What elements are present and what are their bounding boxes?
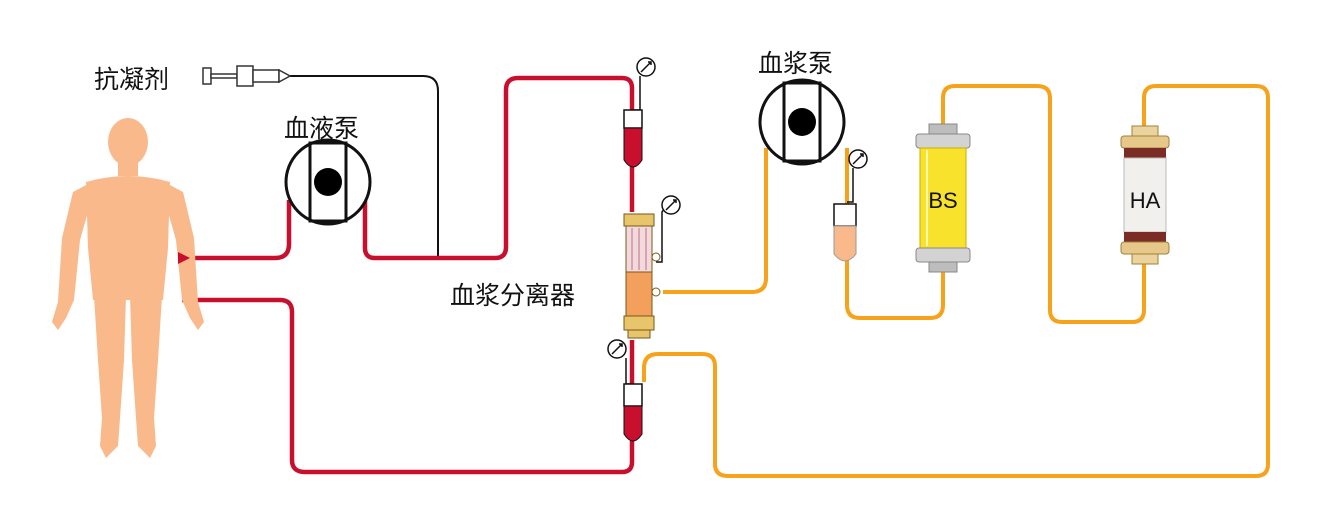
bs-cartridge-label: BS [928, 188, 957, 213]
blood-line-venous [182, 297, 635, 475]
pressure-gauge-icon [607, 339, 632, 385]
pressure-gauge-icon [632, 57, 656, 111]
anticoagulant-label: 抗凝剂 [94, 65, 169, 94]
human-body-icon [52, 118, 204, 458]
plasma-separator-filter-icon [623, 213, 661, 339]
plasma-separator-label: 血浆分离器 [450, 281, 575, 310]
bs-adsorber-cartridge-icon [915, 123, 971, 273]
blood-pump-roller-pump-icon [284, 138, 372, 226]
plasma-drip-chamber-icon [833, 203, 857, 262]
syringe-icon [202, 65, 292, 87]
arterial-drip-chamber-icon [623, 109, 643, 168]
plasma-pump-roller-pump-icon [758, 78, 846, 166]
arterial-access-arrow [178, 252, 190, 264]
venous-drip-chamber-icon [623, 383, 643, 442]
ha-cartridge-label: HA [1130, 188, 1161, 213]
ha-adsorber-cartridge-icon [1120, 125, 1170, 265]
blood-line-arterial [182, 75, 635, 261]
plasma-pump-label: 血浆泵 [758, 49, 833, 78]
pressure-gauge-icon [847, 149, 868, 203]
blood-pump-label: 血液泵 [284, 114, 359, 143]
anticoagulant-line [290, 75, 439, 258]
pressure-gauge-icon [656, 195, 681, 263]
